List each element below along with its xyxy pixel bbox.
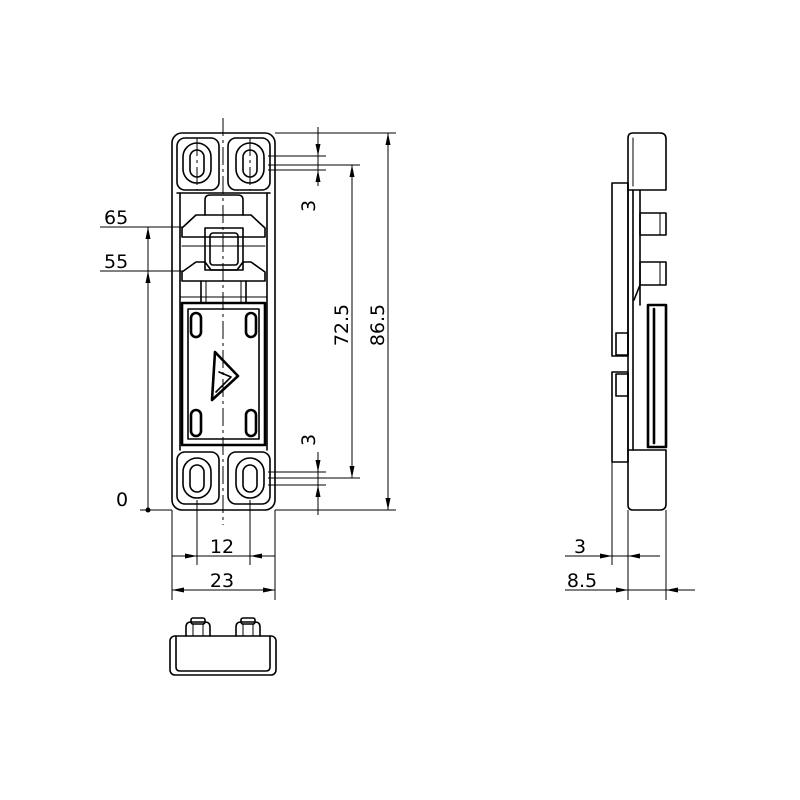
side-back-plate-upper <box>611 182 629 357</box>
bottom-left-slot-inner <box>189 464 205 493</box>
front-dimensions: 3 3 72.5 86.5 65 55 0 12 23 <box>100 127 396 600</box>
bottom-left-slot-outer <box>182 457 212 499</box>
side-step-upper <box>615 332 629 356</box>
plate-slot-top-left <box>189 311 203 339</box>
front-view <box>171 132 276 511</box>
brand-logo-icon <box>210 350 240 402</box>
side-notch-upper <box>639 212 667 236</box>
bottom-body-inner <box>175 635 271 672</box>
plate-slot-bottom-right <box>244 408 258 438</box>
dim-8-5-label: 8.5 <box>567 570 597 592</box>
dim-72-5-label: 72.5 <box>331 304 353 346</box>
top-right-boss <box>227 137 271 191</box>
side-view <box>611 132 668 511</box>
side-bottom-block <box>627 449 667 511</box>
bottom-nub-right-top <box>240 617 256 625</box>
dim-86-5-label: 86.5 <box>367 304 389 346</box>
bottom-left-boss <box>176 451 220 505</box>
side-plate <box>646 303 668 449</box>
latch-center-block-inner <box>209 232 239 266</box>
side-back-plate-lower <box>611 371 629 463</box>
latch-cap <box>204 194 244 216</box>
side-notch-lower <box>639 261 667 286</box>
side-top-block <box>627 132 667 191</box>
lower-latch-bar <box>181 261 266 282</box>
dim-65-label: 65 <box>104 207 128 229</box>
upper-latch-bar <box>181 214 266 238</box>
bottom-right-slot-outer <box>235 457 265 499</box>
top-left-boss <box>176 137 220 191</box>
dim-3-side-label: 3 <box>574 536 586 558</box>
plate-slot-bottom-left <box>189 408 203 438</box>
plate-slot-top-right <box>244 311 258 339</box>
bottom-nub-right <box>235 621 261 637</box>
bottom-nub-left-top <box>190 617 206 625</box>
dim-3-top-label: 3 <box>298 200 320 212</box>
side-step-lower <box>615 373 629 397</box>
dim-origin-dot <box>145 507 151 513</box>
dim-3-bottom-label: 3 <box>298 434 320 446</box>
bottom-view <box>169 617 277 676</box>
dim-0-label: 0 <box>116 489 128 511</box>
dim-23-label: 23 <box>210 570 234 592</box>
side-bevel <box>633 284 641 301</box>
bottom-nub-left <box>185 621 211 637</box>
side-dimensions: 3 8.5 <box>565 462 695 600</box>
bottom-body <box>169 635 277 676</box>
dim-55-label: 55 <box>104 251 128 273</box>
bottom-right-slot-inner <box>242 464 258 493</box>
dim-12-label: 12 <box>210 536 234 558</box>
